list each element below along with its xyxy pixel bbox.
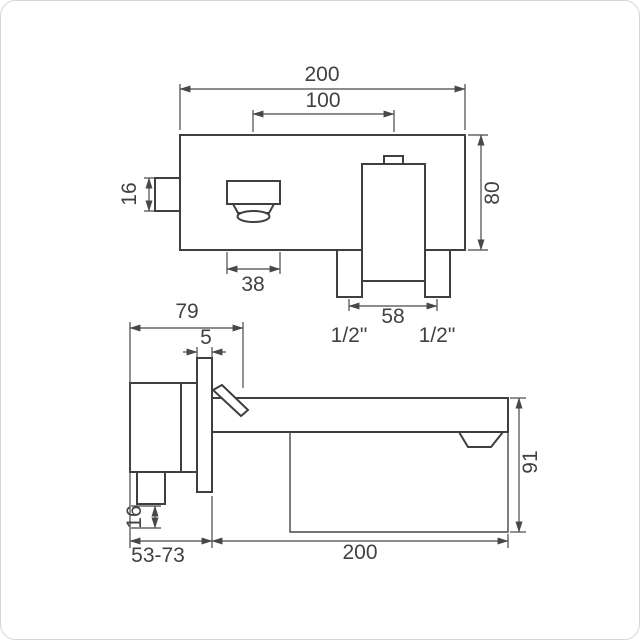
dim-spout-width-label: 38 [241,273,264,296]
reference-extent-box [289,432,509,533]
dim-spout-projection-label: 200 [342,541,377,564]
dim-inlet-spacing-label: 58 [381,305,404,328]
lever-handle-side [211,383,250,418]
inlet-left-size-label: 1/2" [331,324,368,347]
dim-handle-projection-label: 79 [175,300,198,323]
aerator-front [236,210,271,223]
dim-plate-thickness-label: 5 [200,326,212,349]
dim-inlet-size-label: 16 [123,505,146,528]
inlet-right-front [424,249,451,298]
side-view: 79 5 16 91 53-73 200 [123,300,542,567]
spout-taper-front [231,203,276,214]
spout-side [211,397,509,433]
dim-wall-depth-range-label: 53-73 [131,544,185,567]
dim-overall-width-label: 200 [304,63,339,86]
dim-centers-label: 100 [305,89,340,112]
inlet-right-size-label: 1/2" [419,324,456,347]
side-connector-front [154,177,181,212]
spout-block-front [226,180,281,205]
dim-spout-height-label: 91 [519,450,542,473]
in-wall-body-side [129,382,198,473]
dim-body-height-label: 80 [481,181,504,204]
inlet-stub-side [136,471,166,505]
front-view: 200 100 16 80 38 58 [118,63,504,347]
dim-side-connector-label: 16 [118,182,141,205]
spout-outlet-side [457,431,506,448]
inlet-left-front [336,249,363,298]
handle-front [361,163,426,282]
wall-plate-side [196,357,213,493]
